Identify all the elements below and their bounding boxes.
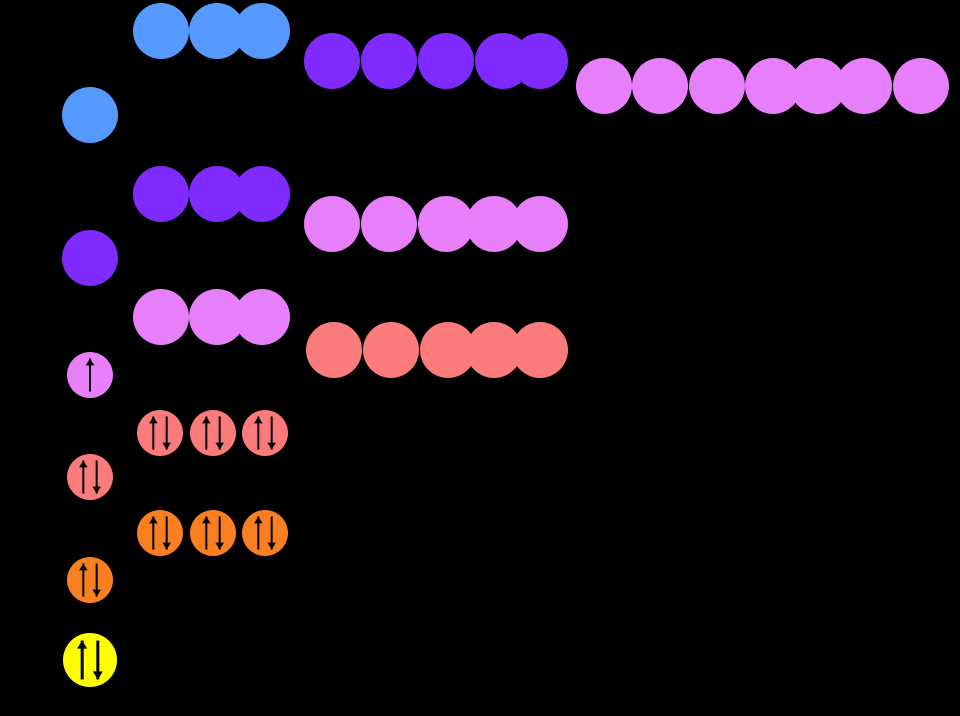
orbital-circle-violet[interactable]	[304, 196, 360, 252]
orbital-circle-violet[interactable]	[418, 196, 474, 252]
orbital-circle-purple[interactable]	[234, 166, 290, 222]
orbital-circle-violet[interactable]	[893, 58, 949, 114]
spin-updown-arrow-icon	[79, 460, 101, 494]
orbital-circle-blue[interactable]	[62, 87, 118, 143]
orbital-circle-purple[interactable]	[133, 166, 189, 222]
orbital-circle-salmon[interactable]	[242, 410, 288, 456]
spin-updown-arrow-icon	[77, 640, 103, 680]
orbital-circle-violet[interactable]	[512, 196, 568, 252]
orbital-circle-orange[interactable]	[190, 510, 236, 556]
orbital-circle-violet[interactable]	[632, 58, 688, 114]
orbital-circle-salmon[interactable]	[137, 410, 183, 456]
spin-updown-arrow-icon	[202, 416, 224, 450]
spin-updown-arrow-icon	[254, 416, 276, 450]
orbital-circle-orange[interactable]	[242, 510, 288, 556]
spin-updown-arrow-icon	[149, 516, 171, 550]
orbital-circle-salmon[interactable]	[67, 454, 113, 500]
orbital-circle-blue[interactable]	[133, 3, 189, 59]
orbital-circle-salmon[interactable]	[306, 322, 362, 378]
spin-up-arrow-icon	[85, 358, 95, 392]
orbital-circle-violet[interactable]	[234, 289, 290, 345]
orbital-circle-purple[interactable]	[512, 33, 568, 89]
orbital-circle-purple[interactable]	[304, 33, 360, 89]
spin-updown-arrow-icon	[149, 416, 171, 450]
spin-updown-arrow-icon	[79, 563, 101, 597]
orbital-circle-purple[interactable]	[361, 33, 417, 89]
orbital-circle-salmon[interactable]	[190, 410, 236, 456]
orbital-circle-violet[interactable]	[836, 58, 892, 114]
spin-updown-arrow-icon	[254, 516, 276, 550]
orbital-circle-yellow[interactable]	[63, 633, 117, 687]
orbital-circle-orange[interactable]	[67, 557, 113, 603]
orbital-circle-orange[interactable]	[137, 510, 183, 556]
orbital-circle-salmon[interactable]	[363, 322, 419, 378]
orbital-circle-blue[interactable]	[234, 3, 290, 59]
spin-updown-arrow-icon	[202, 516, 224, 550]
orbital-circle-violet[interactable]	[689, 58, 745, 114]
orbital-circle-violet[interactable]	[133, 289, 189, 345]
orbital-circle-violet[interactable]	[67, 352, 113, 398]
orbital-circle-salmon[interactable]	[512, 322, 568, 378]
orbital-circle-violet[interactable]	[361, 196, 417, 252]
orbital-circle-violet[interactable]	[576, 58, 632, 114]
orbital-circle-purple[interactable]	[62, 230, 118, 286]
orbital-circle-purple[interactable]	[418, 33, 474, 89]
